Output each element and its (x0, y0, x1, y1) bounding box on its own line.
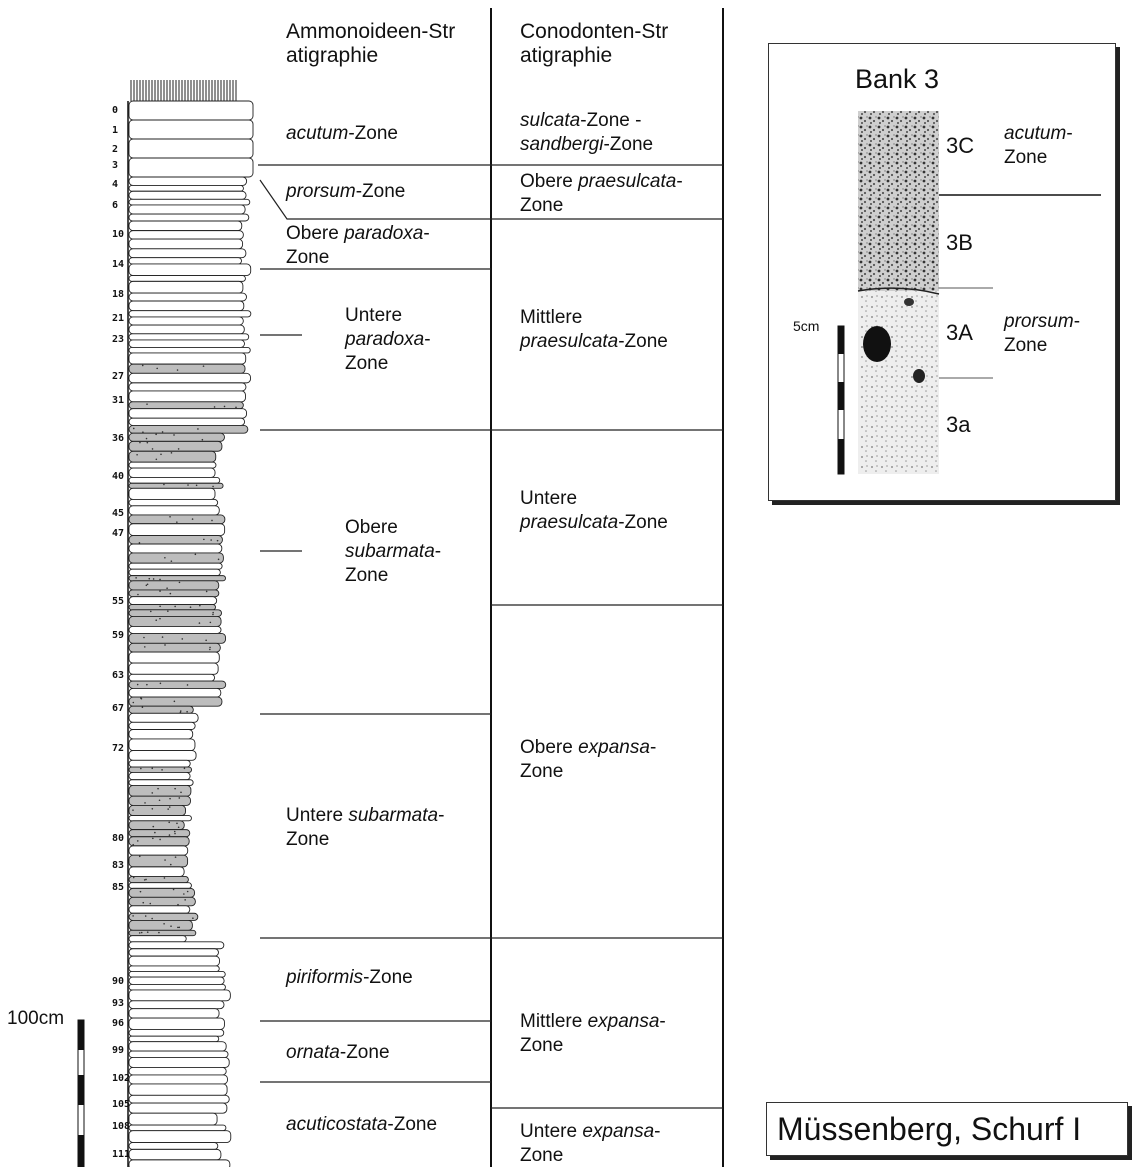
ammonoid-zone-untere-paradoxa: Untere paradoxa- Zone (345, 305, 431, 374)
bed-number: 105 (112, 1099, 131, 1110)
inset-label-3c: 3C (946, 133, 975, 158)
conodont-zone-obere-expansa: Obere expansa- Zone (520, 737, 657, 782)
ammonoid-zone-acutum: acutum-Zone (286, 123, 398, 144)
bed-number: 67 (112, 703, 125, 714)
ammonoid-zone-untere-subarmata: Untere subarmata- Zone (286, 805, 445, 850)
rock-slab-lower (858, 291, 939, 474)
bed-number: 40 (112, 471, 125, 482)
ammonoid-zone-piriformis: piriformis-Zone (286, 967, 413, 988)
inset-zone-prorsum: prorsum- Zone (1004, 311, 1081, 356)
ammonoid-header-text: Ammonoideen-Stratigraphie (286, 20, 456, 67)
scale-label: 100cm (7, 1008, 65, 1029)
bed-number: 96 (112, 1018, 125, 1029)
bed-number: 6 (112, 200, 119, 211)
bed-number: 2 (112, 144, 119, 155)
bed-number: 47 (112, 528, 125, 539)
bed-number: 27 (112, 371, 125, 382)
conodont-zone-untere-praesulcata: Untere praesulcata-Zone (520, 488, 668, 533)
bed-number: 4 (112, 179, 119, 190)
bed-number: 99 (112, 1045, 125, 1056)
inset-graphic (837, 111, 1101, 475)
rock-slab-upper (858, 111, 939, 291)
conodont-boundaries (491, 164, 723, 1109)
conodont-zone-obere-praesulcata: Obere praesulcata- Zone (520, 171, 683, 216)
bed-number: 14 (112, 259, 125, 270)
bed-number: 21 (112, 313, 125, 324)
lithologic-column (127, 80, 254, 1167)
ammonoid-boundary (259, 179, 491, 220)
conodont-header: Conodonten-Stratigraphie (520, 20, 720, 68)
ammonoid-zone-obere-paradoxa: Obere paradoxa- Zone (286, 223, 430, 268)
bed-number: 45 (112, 508, 125, 519)
inset-title: Bank 3 (855, 64, 940, 94)
bed-number: 80 (112, 833, 125, 844)
ammonoid-boundaries (258, 164, 491, 1083)
bed-number: 0 (112, 105, 119, 116)
nodule (863, 326, 891, 362)
ammonoid-zone-acuticostata: acuticostata-Zone (286, 1114, 438, 1135)
inset-label-3a-lower: 3a (946, 412, 971, 437)
nodule (904, 298, 914, 306)
conodont-zone-sulcata-sandbergi: sulcata-Zone - sandbergi-Zone (520, 110, 654, 155)
bed-number: 3 (112, 160, 119, 171)
conodont-zone-mittlere-praesulcata: Mittlere praesulcata-Zone (520, 307, 668, 352)
bank-3-inset: Bank 3 (768, 43, 1116, 501)
bed-number: 93 (112, 998, 125, 1009)
inset-label-3b: 3B (946, 230, 973, 255)
ammonoid-zone-ornata: ornata-Zone (286, 1042, 390, 1063)
bed-number: 102 (112, 1073, 131, 1084)
conodont-zone-mittlere-expansa: Mittlere expansa- Zone (520, 1011, 666, 1056)
bed-number: 59 (112, 630, 125, 641)
inset-scale-label: 5cm (793, 318, 820, 334)
conodont-zone-untere-expansa: Untere expansa- Zone (520, 1121, 661, 1166)
bed-number: 31 (112, 395, 125, 406)
bed-number: 85 (112, 882, 125, 893)
nodule (913, 369, 925, 383)
scale-bar-100cm (77, 1019, 85, 1167)
location-title-box: Müssenberg, Schurf I (766, 1102, 1128, 1156)
inset-label-3a-upper: 3A (946, 320, 973, 345)
ammonoid-zone-prorsum: prorsum-Zone (286, 181, 406, 202)
bed-number: 108 (112, 1121, 131, 1132)
bed-number: 111 (112, 1149, 131, 1160)
inset-zone-acutum: acutum- Zone (1004, 123, 1073, 168)
bed-number: 83 (112, 860, 125, 871)
location-title: Müssenberg, Schurf I (777, 1111, 1082, 1147)
bed-number: 10 (112, 229, 125, 240)
bed-number: 90 (112, 976, 125, 987)
bed-number: 23 (112, 334, 125, 345)
conodont-header-text: Conodonten-Stratigraphie (520, 20, 669, 67)
bed-number: 1 (112, 125, 119, 136)
bed-number: 18 (112, 289, 125, 300)
bed-number: 36 (112, 433, 125, 444)
bed-number: 72 (112, 743, 125, 754)
bed-number: 63 (112, 670, 125, 681)
ammonoid-header: Ammonoideen-Stratigraphie (286, 20, 486, 68)
ammonoid-zone-obere-subarmata: Obere subarmata- Zone (345, 517, 442, 586)
bed-number: 55 (112, 596, 125, 607)
